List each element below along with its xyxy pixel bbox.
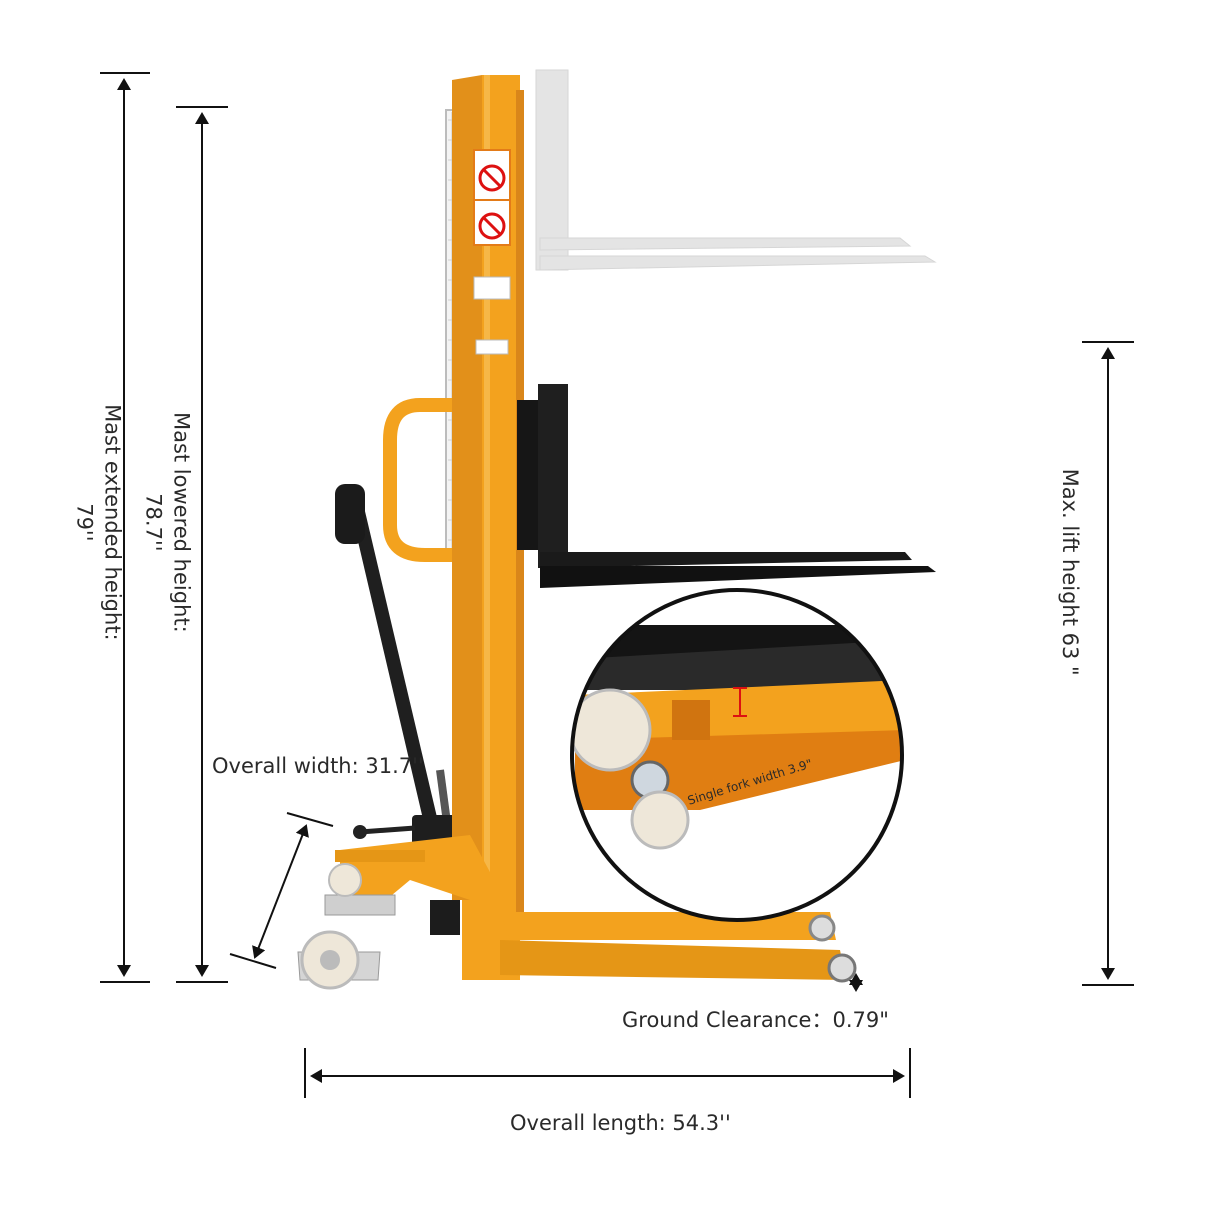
overall-length-label: Overall length: 54.3'' — [510, 1111, 731, 1135]
mast-extended-title: Mast extended height: — [100, 404, 125, 641]
fork-detail-inset — [572, 590, 902, 920]
mast-extended-height-label: Mast extended height: 79'' — [70, 372, 127, 672]
mast-lowered-title: Mast lowered height: — [169, 411, 194, 633]
push-handle — [383, 398, 462, 562]
max-lift-height-label: Max. lift height 63 " — [1056, 422, 1084, 722]
inset-border — [570, 588, 904, 922]
fork-carriage — [517, 384, 936, 588]
warning-labels — [473, 149, 511, 355]
overall-width-label: Overall width: 31.7'' — [212, 754, 424, 778]
dimension-lines — [100, 72, 1134, 1098]
max-lift-text: Max. lift height 63 " — [1058, 468, 1083, 676]
mast-extended-value: 79'' — [72, 503, 96, 542]
raised-fork-ghost — [535, 69, 937, 271]
ground-clearance-label: Ground Clearance：0.79" — [622, 1008, 889, 1032]
mast-lowered-height-label: Mast lowered height: 78.7'' — [139, 372, 196, 672]
mast-lowered-value: 78.7'' — [141, 493, 165, 552]
